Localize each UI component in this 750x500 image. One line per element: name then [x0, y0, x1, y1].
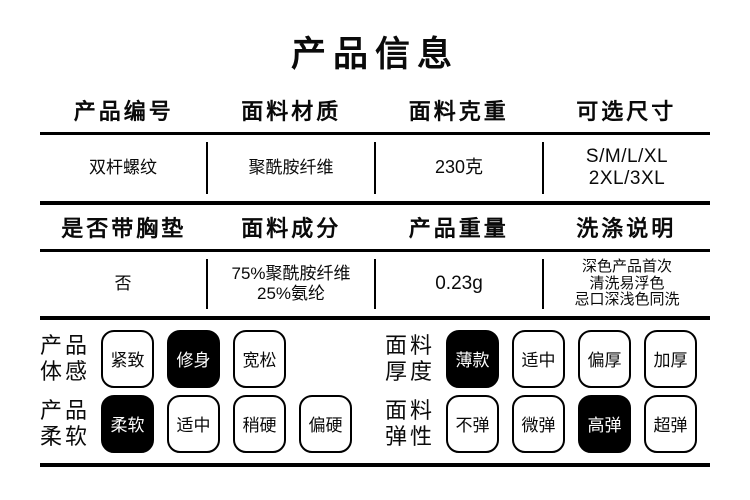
spec-header-row-1: 产品编号 面料材质 面料克重 可选尺寸	[40, 88, 710, 135]
value-product-code-text: 双杆螺纹	[89, 157, 157, 177]
attr-group-softness: 产品柔软柔软适中稍硬偏硬	[40, 394, 375, 453]
fabric-thickness-option-2: 适中	[512, 329, 566, 388]
fabric-thickness-option-4: 加厚	[644, 329, 698, 388]
softness-option-2: 适中	[167, 394, 221, 453]
value-product-weight: 0.23g	[374, 259, 542, 309]
elasticity-option-4: 超弹	[644, 394, 698, 453]
value-size-options-text: S/M/L/XL	[585, 145, 669, 167]
value-washing-instructions-text: 忌口深浅色同洗	[574, 291, 680, 309]
fabric-thickness-option-3: 偏厚	[578, 329, 632, 388]
value-fabric-composition-text: 25%氨纶	[256, 284, 326, 303]
value-washing-instructions-text: 清洗易浮色	[589, 274, 665, 292]
header-product-weight-text: 产品重量	[408, 216, 509, 241]
value-chest-pad-text: 否	[114, 273, 132, 293]
header-fabric-material-text: 面料材质	[241, 99, 342, 124]
value-fabric-weight: 230克	[374, 142, 542, 194]
value-fabric-material-text: 聚酰胺纤维	[248, 157, 334, 177]
body-feel-option-3: 宽松	[233, 329, 287, 388]
elasticity-option-3-selected: 高弹	[578, 394, 632, 453]
body-feel-option-2-selected: 修身	[167, 329, 221, 388]
attr-label-softness: 产品柔软	[40, 398, 91, 449]
attribute-chip-section: 产品体感紧致修身宽松面料厚度薄款适中偏厚加厚产品柔软柔软适中稍硬偏硬面料弹性不弹…	[40, 320, 710, 467]
value-fabric-weight-text: 230克	[434, 157, 484, 178]
softness-option-1-selected: 柔软	[101, 394, 155, 453]
elasticity-option-2: 微弹	[512, 394, 566, 453]
header-fabric-composition: 面料成分	[208, 205, 376, 249]
attr-options-elasticity: 不弹微弹高弹超弹	[446, 394, 698, 453]
body-feel-option-1: 紧致	[101, 329, 155, 388]
fabric-thickness-option-1-selected: 薄款	[446, 329, 500, 388]
value-product-weight-text: 0.23g	[435, 272, 483, 294]
header-fabric-weight-text: 面料克重	[408, 99, 509, 124]
attr-label-body-feel: 产品体感	[40, 333, 91, 384]
header-fabric-material: 面料材质	[208, 88, 376, 132]
attr-group-body-feel: 产品体感紧致修身宽松	[40, 329, 375, 388]
value-washing-instructions: 深色产品首次清洗易浮色忌口深浅色同洗	[542, 257, 710, 309]
spec-header-row-2: 是否带胸垫 面料成分 产品重量 洗涤说明	[40, 205, 710, 252]
header-fabric-weight: 面料克重	[375, 88, 543, 132]
value-fabric-composition-text: 75%聚酰胺纤维	[231, 263, 351, 283]
attr-options-softness: 柔软适中稍硬偏硬	[101, 394, 353, 453]
attr-label-fabric-thickness: 面料厚度	[385, 333, 436, 384]
header-product-weight: 产品重量	[375, 205, 543, 249]
softness-option-4: 偏硬	[299, 394, 353, 453]
value-washing-instructions-text: 深色产品首次	[581, 257, 672, 275]
page-title: 产品信息	[290, 35, 459, 74]
elasticity-option-1: 不弹	[446, 394, 500, 453]
attr-options-body-feel: 紧致修身宽松	[101, 329, 287, 388]
header-product-code: 产品编号	[40, 88, 208, 132]
header-washing-instructions-text: 洗涤说明	[576, 216, 677, 241]
header-size-options-text: 可选尺寸	[576, 99, 677, 124]
softness-option-3: 稍硬	[233, 394, 287, 453]
header-chest-pad-text: 是否带胸垫	[61, 216, 187, 241]
header-product-code-text: 产品编号	[73, 99, 174, 124]
attr-options-fabric-thickness: 薄款适中偏厚加厚	[446, 329, 698, 388]
header-fabric-composition-text: 面料成分	[241, 216, 342, 241]
attr-group-elasticity: 面料弹性不弹微弹高弹超弹	[375, 394, 710, 453]
attr-label-elasticity: 面料弹性	[385, 398, 436, 449]
value-chest-pad: 否	[40, 259, 206, 309]
header-chest-pad: 是否带胸垫	[40, 205, 208, 249]
header-size-options: 可选尺寸	[543, 88, 711, 132]
value-product-code: 双杆螺纹	[40, 142, 206, 194]
header-washing-instructions: 洗涤说明	[543, 205, 711, 249]
attr-group-fabric-thickness: 面料厚度薄款适中偏厚加厚	[375, 329, 710, 388]
value-size-options-text: 2XL/3XL	[588, 168, 666, 189]
value-fabric-material: 聚酰胺纤维	[206, 142, 374, 194]
